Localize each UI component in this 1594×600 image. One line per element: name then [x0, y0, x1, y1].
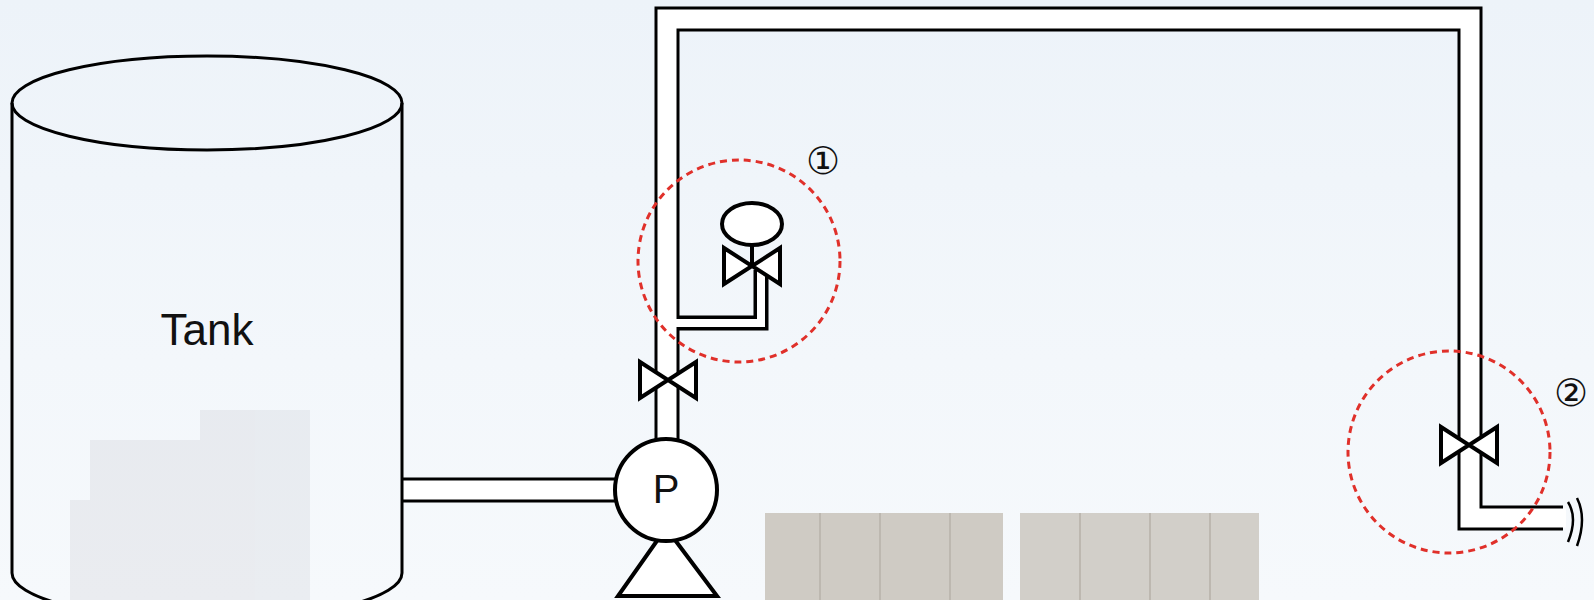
actuator-symbol [722, 203, 782, 245]
actuator-stem [750, 244, 754, 266]
branch-pipe-bore [667, 270, 761, 323]
branch-pipe-wall [670, 270, 761, 323]
watermark-block [200, 410, 310, 600]
tank: Tank [10, 55, 404, 600]
pipe-bore [667, 19, 1566, 518]
photo [1020, 513, 1259, 600]
break-mark [1568, 502, 1573, 542]
gate-valve-symbol [640, 362, 696, 398]
main-pipe [667, 19, 1566, 518]
pipe-bore [403, 481, 616, 500]
valves [640, 203, 1497, 463]
node-label: Tank [10, 304, 404, 357]
photo-grain [820, 513, 1210, 600]
pipe-wall [667, 19, 1563, 518]
callout-number: ② [1554, 374, 1588, 412]
callout-number: ① [806, 142, 840, 180]
highlight-circle [1348, 351, 1550, 553]
building-watermark [70, 410, 310, 600]
floor-photos [765, 513, 1259, 600]
watermark-block [70, 500, 130, 600]
node-label: P [613, 465, 719, 513]
highlight-circle [638, 160, 840, 362]
gate-valve-symbol [1441, 427, 1497, 463]
pump: P [613, 437, 719, 543]
suction-pipe [402, 478, 615, 503]
break-mark [1577, 498, 1582, 546]
pipe-group [402, 490, 616, 491]
tank-top [12, 56, 402, 150]
photo [765, 513, 1003, 600]
pipe-break [1568, 498, 1582, 546]
highlight-circles [638, 160, 1550, 553]
